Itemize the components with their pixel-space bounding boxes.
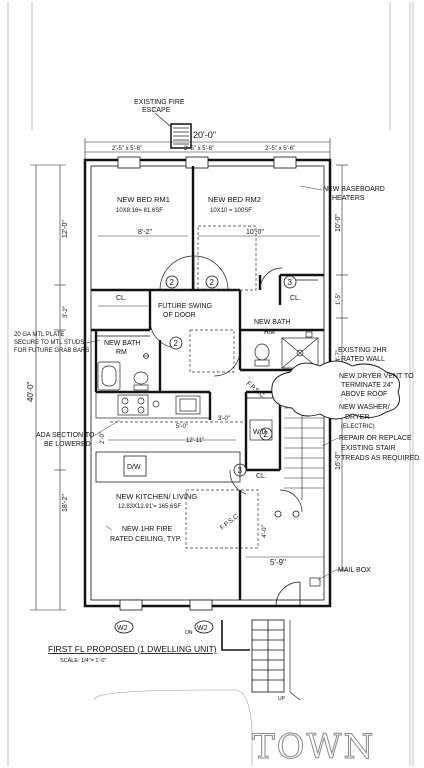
kitchen-counter xyxy=(95,391,211,419)
grab-note-2: SECURE TO MTL STUDS xyxy=(14,340,84,346)
bath-left-rm: RM xyxy=(116,349,127,356)
dim-left-3: 3'-2" xyxy=(63,306,69,318)
future-swing-1: FUTURE SWING xyxy=(158,303,212,310)
closet-tag-1: 3 xyxy=(288,278,293,287)
washer-dryer-box xyxy=(249,419,273,441)
ada-note-1: ADA SECTION TO xyxy=(36,432,95,439)
dim-5-9: 5'-9" xyxy=(270,558,286,567)
mailbox-shape xyxy=(309,577,321,587)
door-tag-4: 2 xyxy=(264,430,269,439)
stair-note-1: REPAIR OR REPLACE xyxy=(339,435,412,442)
door-swings xyxy=(149,255,303,513)
ceiling-note-1: NEW 1HR FIRE xyxy=(122,526,173,533)
window-tag-2: W2 xyxy=(197,625,208,632)
bath-right-rm: RM xyxy=(264,329,275,336)
dim-4-0: 4'-0" xyxy=(261,524,268,538)
bed1-name: NEW BED RM1 xyxy=(117,195,170,204)
closet-bed1: CL. xyxy=(116,295,127,302)
rated-wall-note-1: EXISTING 2HR xyxy=(338,347,387,354)
entry-door xyxy=(274,510,301,607)
top-windows xyxy=(117,156,297,169)
dim-5-0: 5'-0" xyxy=(176,424,188,430)
closet-bed2: CL. xyxy=(290,295,301,302)
dim-left-12: 12'-0" xyxy=(62,220,69,238)
dryer-vent-cloud xyxy=(271,360,400,420)
future-swing-2: OF DOOR xyxy=(163,312,196,319)
plan-title: FIRST FL PROPOSED (1 DWELLING UNIT) xyxy=(48,644,217,654)
dim-2-0: 2'-0" xyxy=(100,432,106,444)
steps-up: UP xyxy=(278,696,286,702)
dim-top: 20'-0" xyxy=(193,130,216,140)
fpsc-lower: F.P.S.C. xyxy=(219,512,242,532)
ada-note-2: BE LOWERED xyxy=(44,441,91,448)
dim-left-40: 40'-0" xyxy=(26,381,35,402)
dim-12-11: 12'-11" xyxy=(186,438,204,444)
kitchen-area: 12.83X12.91'= 165.6SF xyxy=(118,504,181,510)
entry-steps xyxy=(221,619,301,701)
window-label-left: 2'-5" x 5'-6" xyxy=(112,146,142,152)
mailbox-label: MAIL BOX xyxy=(338,567,371,574)
door-tag-2: 2 xyxy=(210,278,215,287)
switch-on: ON xyxy=(185,630,193,636)
page-frame-lines xyxy=(7,2,414,766)
fire-escape-label-2: ESCAPE xyxy=(142,107,171,114)
ceiling-note-2: RATED CEILING, TYP. xyxy=(110,536,182,543)
door-tag-3: 2 xyxy=(174,339,179,348)
kitchen-island xyxy=(95,451,241,483)
dim-right-10: 10'-0" xyxy=(335,214,342,232)
dishwasher-label: D/W xyxy=(127,464,141,471)
washer-dryer-label: W/D xyxy=(253,429,267,436)
dim-3-0: 3'-0" xyxy=(218,416,230,422)
bath-right-name: NEW BATH xyxy=(254,319,290,326)
fpsc-upper: F.P.S.C. xyxy=(245,380,267,400)
bath-left-name: NEW BATH xyxy=(104,340,140,347)
washer-note-1: NEW WASHER/ xyxy=(339,404,390,411)
bath-left-fixtures xyxy=(97,353,149,391)
bed1-dim: 8'-2" xyxy=(138,229,152,236)
bed2-name: NEW BED RM2 xyxy=(208,195,261,204)
window-label-right: 2'-5" x 5'-6" xyxy=(265,146,295,152)
dashed-lines xyxy=(110,225,259,549)
top-dimensions xyxy=(84,138,331,162)
dryer-vent-note-3: ABOVE ROOF xyxy=(341,391,387,398)
washer-note-3: (ELECTRIC) xyxy=(341,424,375,430)
window-label-mid: 2'-5" x 5'-6" xyxy=(184,146,214,152)
dryer-vent-note-1: NEW DRYER VENT TO xyxy=(339,373,414,380)
stair-note-2: EXISTING STAIR xyxy=(341,445,396,452)
grab-note-1: 20 GA MTL PLATE xyxy=(14,332,64,338)
baseboard-note-2: HEATERS xyxy=(332,195,365,202)
bed2-dim: 10'-0" xyxy=(246,229,264,236)
bottom-windows xyxy=(119,599,213,611)
plan-scale: SCALE: 1/4"= 1'-0" xyxy=(60,658,106,664)
dim-right-4: 4'-7" xyxy=(336,350,342,362)
dryer-vent-note-2: TERMINATE 24" xyxy=(341,382,394,389)
kitchen-name: NEW KITCHEN/ LIVING xyxy=(116,492,197,501)
dim-right-16: 16'-0" xyxy=(335,452,342,470)
baseboard-note-1: NEW BASEBOARD xyxy=(323,186,385,193)
closet-hall: CL. xyxy=(256,473,267,480)
fire-escape-label-1: EXISTING FIRE xyxy=(134,99,185,106)
watermark-logo: TOWN xyxy=(252,727,375,767)
dim-left-18: 18'-2" xyxy=(62,494,69,512)
bed2-area: 10X10 = 100SF xyxy=(210,208,252,214)
fire-escape: EXISTING FIRE ESCAPE xyxy=(134,99,192,149)
bed1-area: 10X8.16= 81.6SF xyxy=(116,208,163,214)
bath-right-fixtures xyxy=(254,331,319,369)
dim-right-1: 1'-5" xyxy=(336,293,342,305)
window-tag-1: W2 xyxy=(117,625,128,632)
rated-wall-note-2: RATED WALL xyxy=(341,356,385,363)
stair-note-3: TREADS AS REQUIRED. xyxy=(341,455,421,462)
washer-note-2: DRYER xyxy=(345,414,369,421)
door-tag-1: 2 xyxy=(170,278,175,287)
grab-note-3: FOR FUTURE GRAB BARS xyxy=(14,348,89,354)
left-dimensions xyxy=(30,164,66,611)
